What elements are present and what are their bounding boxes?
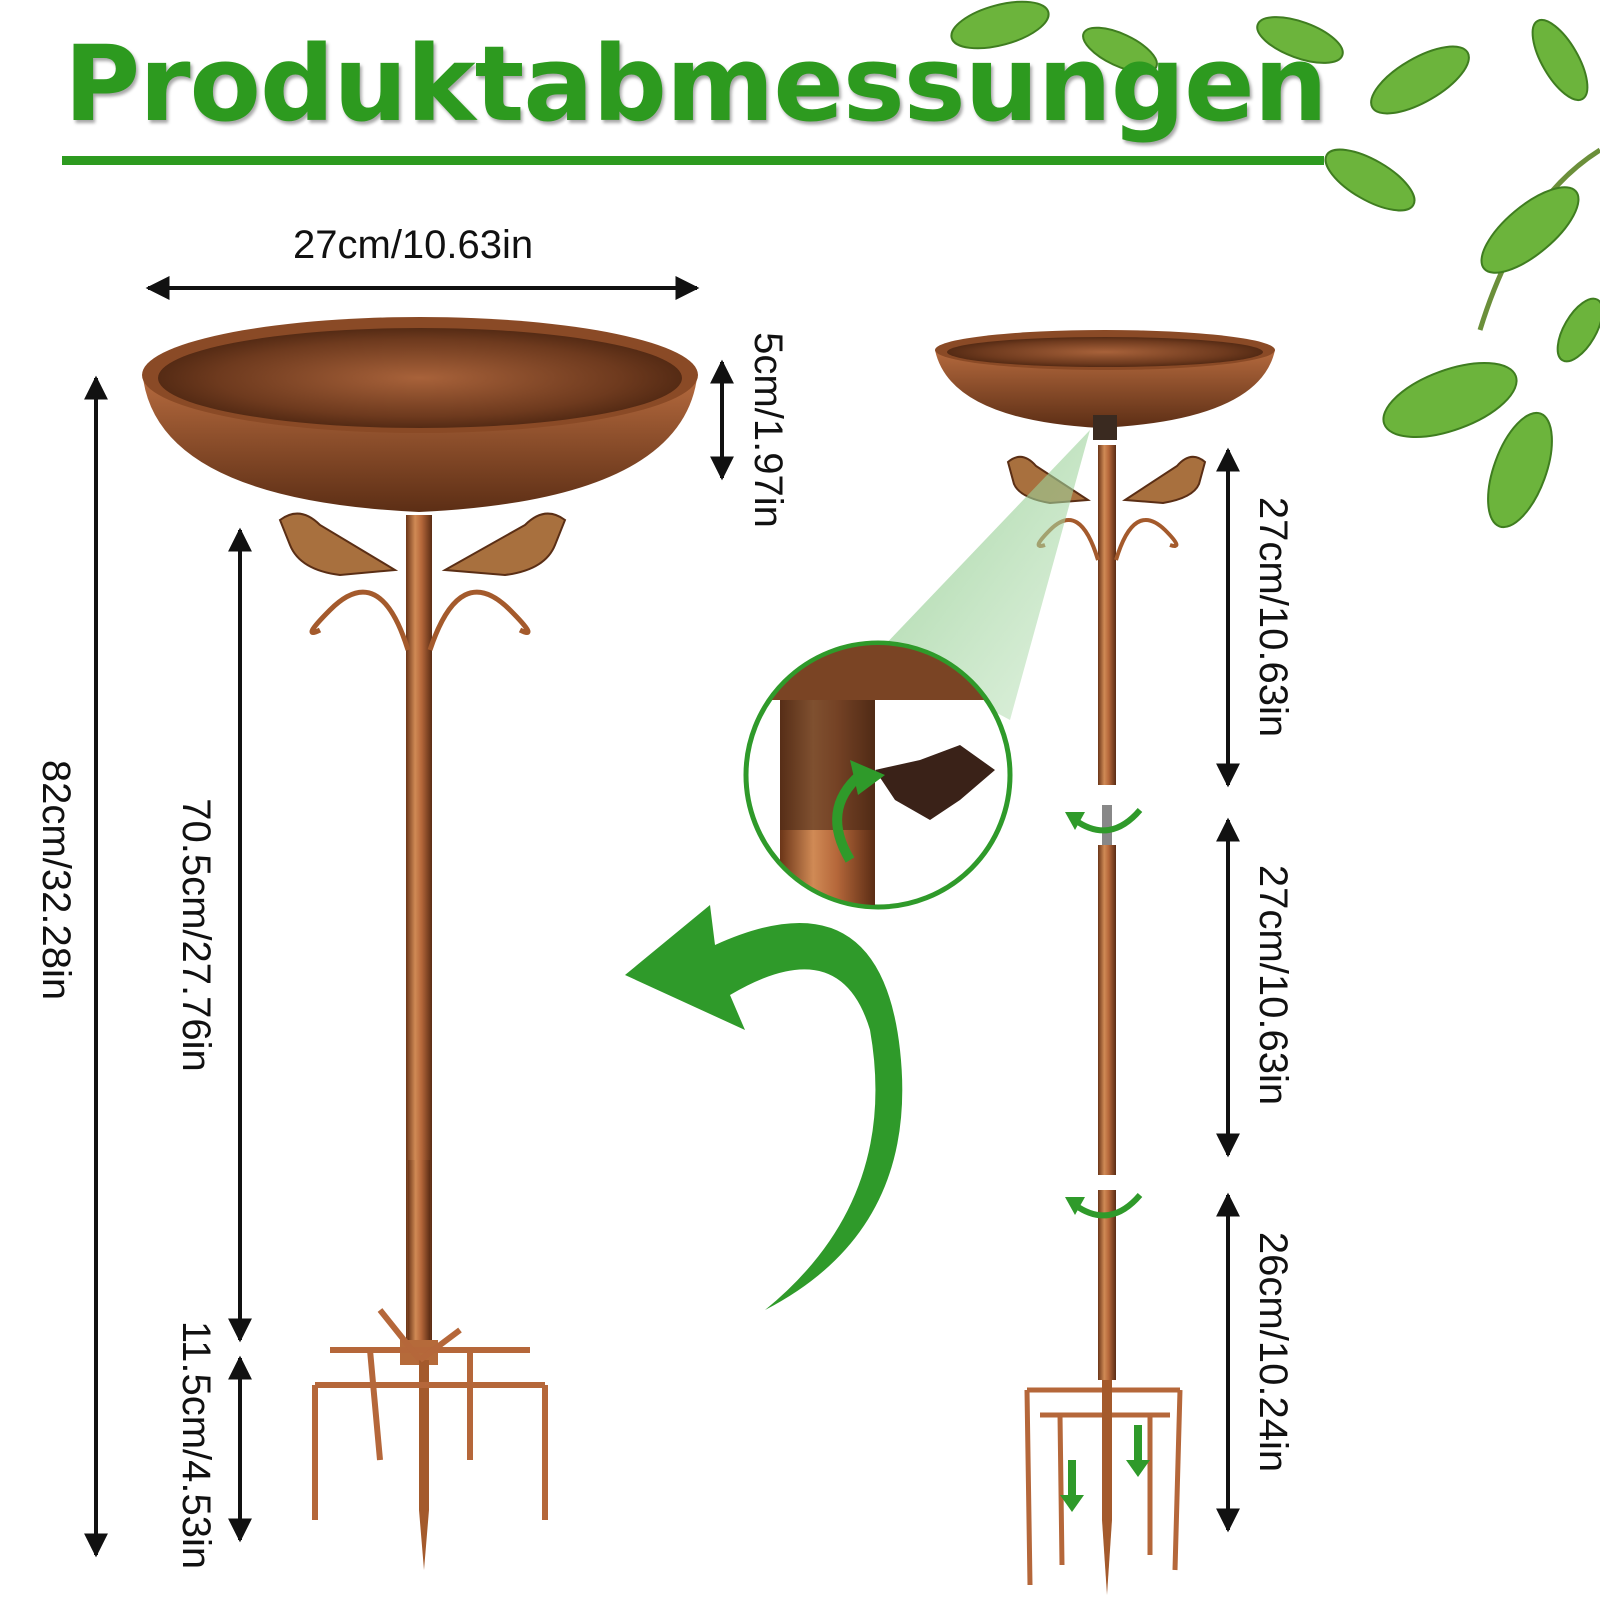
detail-zoom [743, 430, 1090, 910]
bird-left-icon [278, 512, 399, 577]
down-arrow-icon [1060, 1460, 1084, 1512]
page-title: Produktabmessungen [64, 23, 1328, 145]
rotate-arrow-icon [1073, 808, 1143, 834]
disassembled-birdbath [935, 330, 1275, 1595]
title-underline [62, 156, 1324, 165]
leaves-decoration [950, 0, 1600, 529]
total-height-label: 82cm/32.28in [34, 759, 78, 1001]
segment-middle-label: 27cm/10.63in [1251, 864, 1295, 1106]
assembled-birdbath [142, 317, 698, 1570]
dimension-lines [84, 276, 1240, 1558]
segment-bottom-label: 26cm/10.24in [1251, 1231, 1295, 1473]
pole-height-label: 70.5cm/27.76in [174, 798, 218, 1072]
bowl-diameter-label: 27cm/10.63in [293, 223, 534, 267]
bowl-depth-label: 5cm/1.97in [746, 332, 790, 528]
stake-height-label: 11.5cm/4.53in [174, 1320, 218, 1570]
bird-right-icon [441, 512, 567, 577]
segment-top-label: 27cm/10.63in [1251, 496, 1295, 738]
assembly-arrow-icon [625, 905, 903, 1310]
down-arrow-icon [1126, 1425, 1150, 1477]
rotate-arrow-icon [832, 771, 864, 863]
bird-small-right-icon [1122, 455, 1207, 505]
rotate-arrow-icon [1073, 1193, 1143, 1219]
